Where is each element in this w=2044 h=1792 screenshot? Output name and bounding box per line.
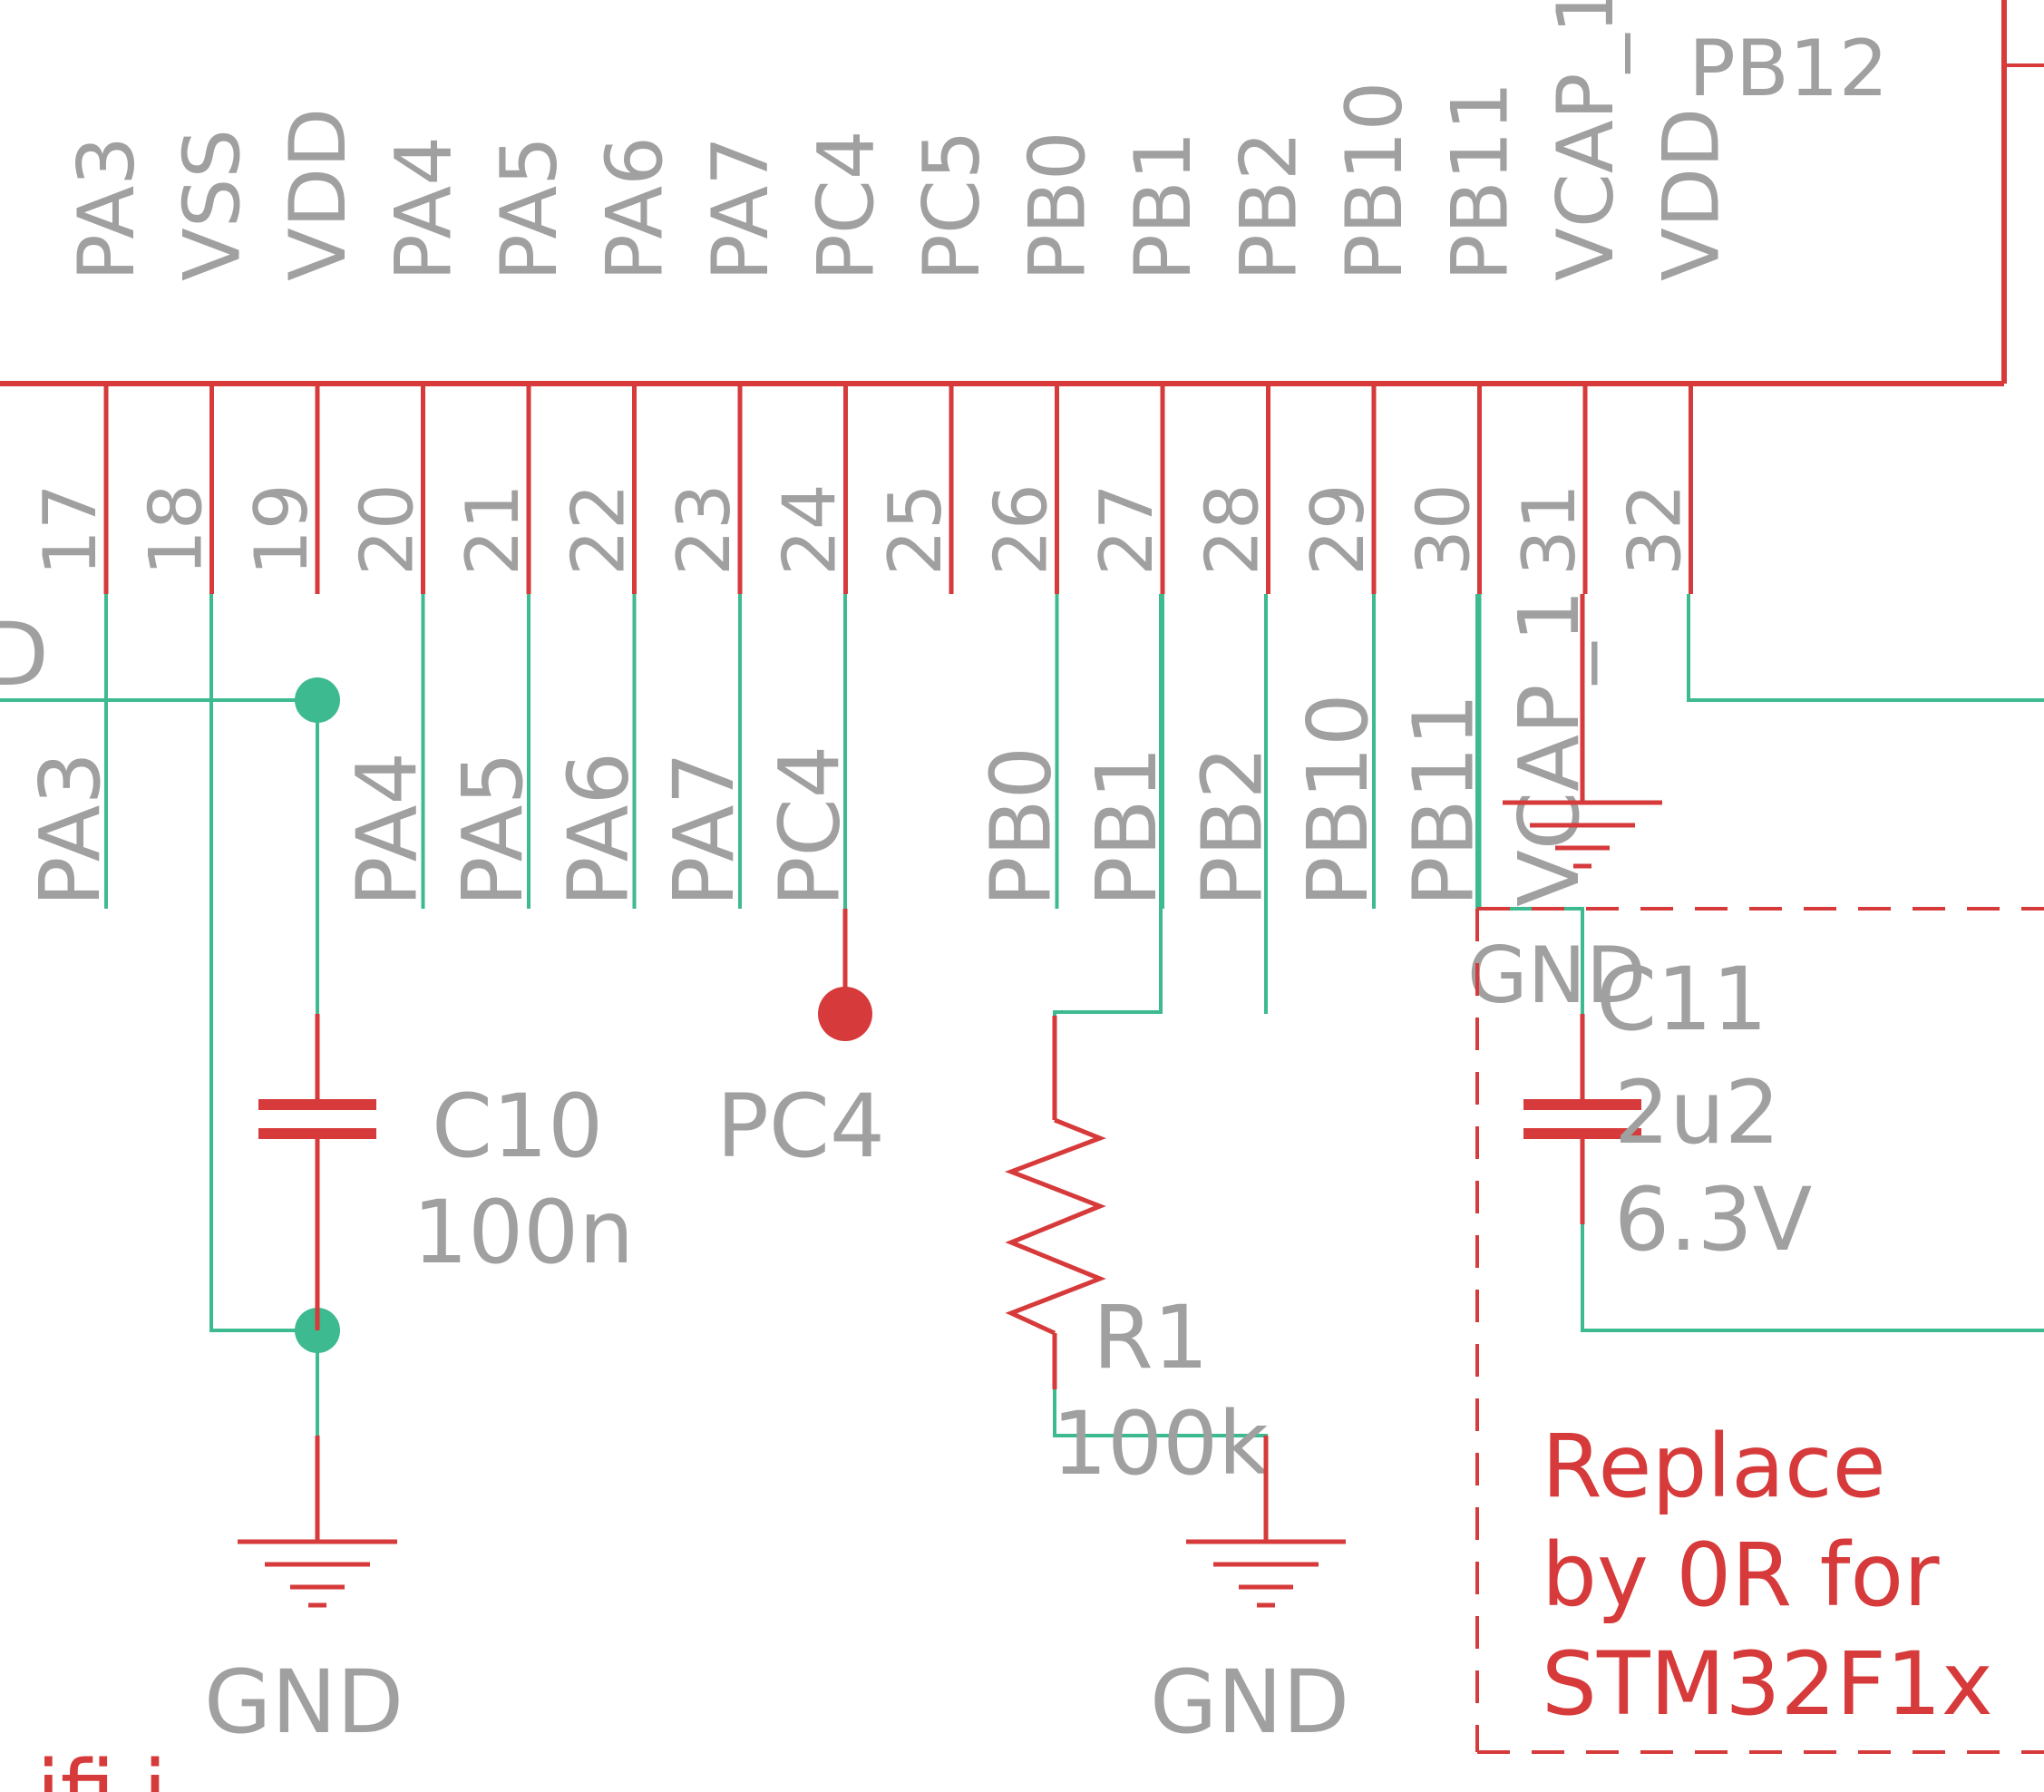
chip-pin-name: PB1 — [1118, 131, 1209, 281]
c11-value: 2u2 — [1614, 1062, 1780, 1164]
chip-pin-number: 21 — [451, 483, 535, 576]
chip-pin-name: VSS — [168, 129, 258, 281]
chip-pin-number: 29 — [1296, 483, 1380, 576]
gnd-label-c10: GND — [204, 1651, 404, 1753]
partial-bottom-text: ifi i — [36, 1742, 167, 1792]
junction-dot — [295, 677, 340, 723]
chip-pin-name: PB11 — [1436, 82, 1526, 281]
r1-name: R1 — [1093, 1287, 1209, 1388]
chip-pin-name: PB0 — [1013, 131, 1104, 281]
note-line-2: by 0R for — [1542, 1524, 1940, 1626]
c10-name: C10 — [432, 1076, 603, 1177]
ground-symbol-pin31 — [1503, 594, 1662, 869]
c11-voltage: 6.3V — [1614, 1169, 1812, 1271]
note-line-3: STM32F1x — [1542, 1633, 1993, 1735]
chip-pin-name: PA7 — [696, 136, 786, 281]
note-box — [1475, 907, 2044, 1754]
chip-pin-number: 18 — [134, 483, 219, 576]
chip-pin-number: 26 — [979, 483, 1064, 576]
net-label: PB0 — [973, 746, 1070, 907]
net-label: PA5 — [444, 752, 541, 907]
chip-pin-number: 17 — [28, 483, 112, 576]
chip-outline — [0, 0, 2044, 386]
chip-pin-number: 22 — [557, 483, 641, 576]
chip-pin-name: VCAP_1 — [1541, 0, 1631, 281]
chip-pin-name: PA6 — [590, 136, 681, 281]
net-label: PA6 — [550, 752, 647, 907]
chip-pin-number: 27 — [1085, 483, 1169, 576]
r1-value: 100k — [1052, 1393, 1269, 1495]
note-line-1: Replace — [1542, 1416, 1886, 1517]
c11-name: C11 — [1596, 949, 1767, 1050]
net-label: PB2 — [1184, 746, 1281, 907]
chip-pin-number: 31 — [1507, 483, 1591, 576]
chip-pin-number: 25 — [873, 483, 958, 576]
resistor-r1 — [1005, 1016, 1106, 1389]
capacitor-c11 — [1523, 1014, 1641, 1224]
chip-pin-number: 20 — [346, 483, 430, 576]
ground-symbol — [238, 1436, 397, 1608]
chip-pin-name: PA3 — [62, 136, 152, 281]
chip-pin-name: PA5 — [484, 136, 575, 281]
net-label: PB1 — [1078, 746, 1175, 907]
chip-pin-number: 32 — [1613, 483, 1698, 576]
chip-pin-name: VDD — [1647, 108, 1737, 281]
chip-pin-number: 24 — [768, 483, 852, 576]
pin-label-pb12: PB12 — [1689, 24, 1888, 114]
net-label: PB11 — [1396, 693, 1493, 907]
c10-value: 100n — [413, 1182, 634, 1283]
pc4-label: PC4 — [716, 1076, 885, 1177]
net-label: PC4 — [762, 745, 859, 907]
net-label: PB10 — [1290, 693, 1387, 907]
partial-label-left: D — [0, 604, 49, 706]
chip-pin-name: PC5 — [907, 130, 998, 281]
net-label: PA3 — [22, 752, 119, 907]
net-label: PA7 — [656, 752, 753, 907]
capacitor-c10 — [258, 1014, 376, 1330]
chip-pin-name: PB10 — [1329, 82, 1420, 281]
gnd-label-pin31: GND — [1467, 930, 1646, 1021]
pc4-dot — [818, 987, 872, 1041]
chip-pin-name: PB2 — [1224, 131, 1315, 281]
chip-pin-number: 19 — [239, 483, 324, 576]
chip-pin-name: PC4 — [802, 130, 892, 281]
chip-pin-name: PA4 — [379, 136, 470, 281]
chip-pin-number: 30 — [1402, 483, 1486, 576]
chip-pin-number: 28 — [1191, 483, 1275, 576]
chip-pin-name: VDD — [273, 108, 364, 281]
ground-symbol — [1186, 1436, 1346, 1608]
chip-pin-number: 23 — [662, 483, 746, 576]
gnd-label-r1: GND — [1150, 1651, 1349, 1753]
pc4-junction — [818, 909, 872, 1041]
chip-pin-stubs — [103, 384, 1693, 594]
net-label: PA4 — [339, 752, 436, 907]
